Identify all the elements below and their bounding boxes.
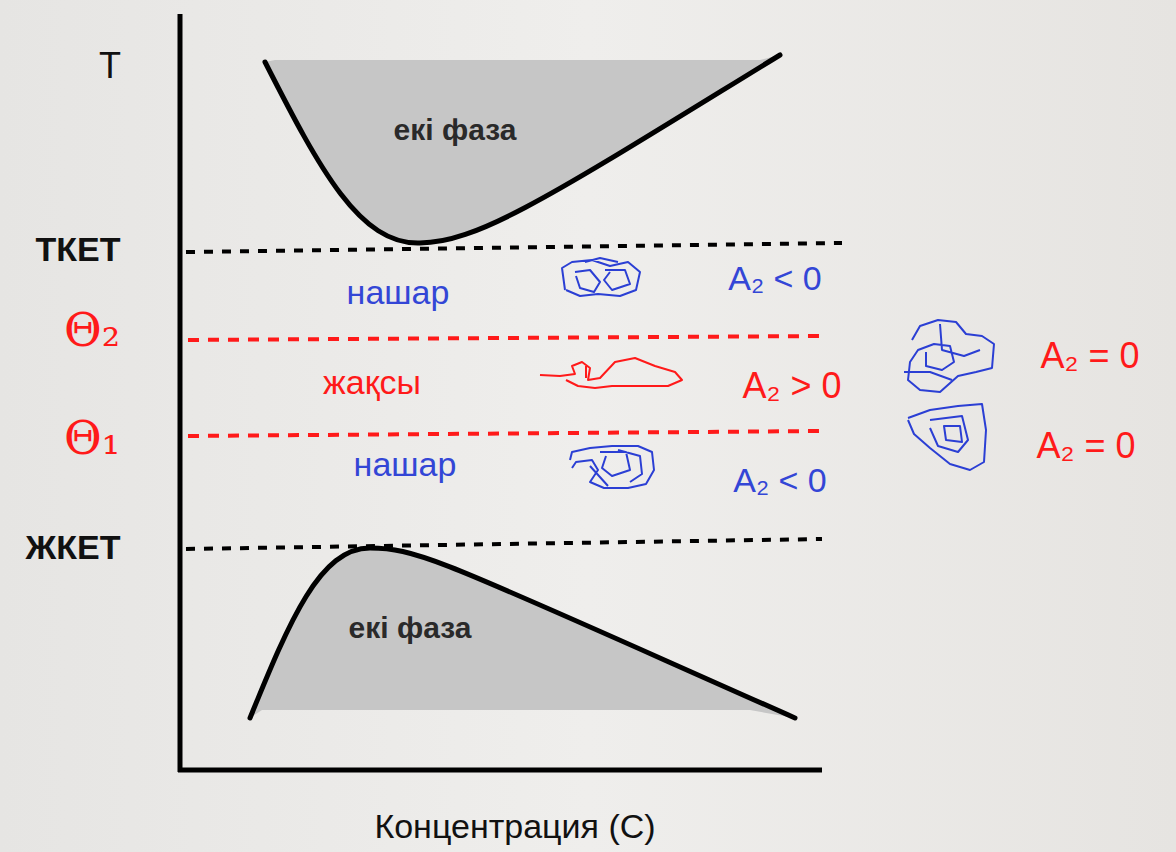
region-fill [265,55,780,243]
region-label: екі фаза [394,115,517,145]
solvent-quality: нашар [347,275,450,309]
region-shape [255,45,790,255]
region-shape [240,535,810,730]
region-fill [250,548,795,718]
coil-poor-lower [570,446,654,488]
theta1-line [188,431,822,436]
theta-label: Θ₁ [64,415,120,461]
ucst-label: ТКЕТ [36,232,121,266]
theta2-line [188,336,822,340]
coil-theta2 [904,320,994,392]
coil-poor-upper [562,258,640,296]
two-phase-region-upper: екі фаза [255,45,790,255]
theta-label: Θ₂ [64,307,120,353]
x-axis [178,768,822,773]
solvent-quality: жақсы [323,365,421,399]
y-axis [178,14,183,772]
ucst-line [186,243,842,252]
binodal-curve [265,55,780,243]
virial-coefficient: A₂ < 0 [728,261,822,295]
coil-theta1 [908,404,986,470]
virial-coefficient: A₂ > 0 [742,368,841,404]
virial-coefficient: A₂ = 0 [1040,338,1139,374]
solvent-quality: нашар [354,447,457,481]
lcst-label: ЖКЕТ [26,530,121,564]
axis-title: Концентрация (С) [374,809,655,843]
coil-scribbles [540,258,994,488]
coil-good [540,358,682,388]
virial-coefficient: A₂ < 0 [733,463,827,497]
binodal-curve [250,548,795,718]
virial-coefficient: A₂ = 0 [1036,428,1135,464]
two-phase-region-lower: екі фаза [240,535,810,730]
region-label: екі фаза [349,613,472,643]
lcst-line [186,539,822,549]
axis-title: T [99,48,121,84]
